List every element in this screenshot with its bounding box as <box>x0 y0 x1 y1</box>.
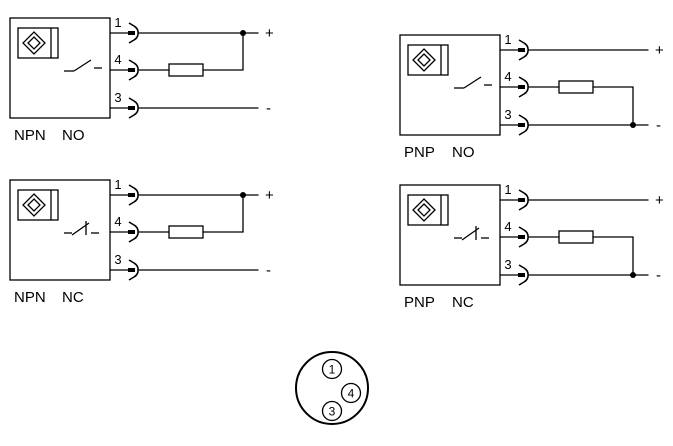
pin-label-3: 3 <box>114 90 121 105</box>
type-label: PNP <box>404 144 435 161</box>
connector-face <box>295 351 369 425</box>
pin-label-1: 1 <box>114 177 121 192</box>
wiring-diagram-npn-nc: 1 4 3 + - NPN NC <box>9 177 274 306</box>
pinout-pin-4-label: 4 <box>348 387 355 401</box>
type-label: PNP <box>404 294 435 311</box>
connector-plug-icon <box>516 38 531 62</box>
contact-label: NC <box>452 294 474 311</box>
pinout-pin-4-circle <box>340 382 362 404</box>
load-resistor <box>558 80 594 94</box>
connector-plug-icon <box>516 113 531 137</box>
pinout-pin-3-label: 3 <box>329 405 336 419</box>
plus-terminal: + <box>265 187 274 204</box>
connector-pinout: 1 4 3 <box>295 351 369 425</box>
connector-plug-icon <box>516 225 531 249</box>
wiring-diagram-npn-no: 1 4 3 + - NPN NO <box>9 15 274 144</box>
sensor-body <box>9 17 111 119</box>
minus-terminal: - <box>656 117 661 134</box>
plus-terminal: + <box>265 25 274 42</box>
pin-label-4: 4 <box>504 219 511 234</box>
no-switch-icon <box>453 76 493 89</box>
sensor-body <box>399 34 501 136</box>
pin-label-4: 4 <box>114 214 121 229</box>
connector-plug-icon <box>126 96 141 120</box>
contact-label: NO <box>452 144 475 161</box>
pin-label-4: 4 <box>504 69 511 84</box>
inductive-sensor-icon <box>17 27 59 59</box>
junction-dot <box>240 192 246 198</box>
pin-label-4: 4 <box>114 52 121 67</box>
type-label: NPN <box>14 289 46 306</box>
load-resistor <box>558 230 594 244</box>
type-label: NPN <box>14 127 46 144</box>
pin-label-1: 1 <box>504 32 511 47</box>
minus-terminal: - <box>266 262 271 279</box>
connector-plug-icon <box>126 258 141 282</box>
contact-label: NO <box>62 127 85 144</box>
wiring-diagram-pnp-no: 1 4 3 + - PNP NO <box>399 32 664 161</box>
inductive-sensor-icon <box>407 194 449 226</box>
pin-label-1: 1 <box>114 15 121 30</box>
pin-label-3: 3 <box>114 252 121 267</box>
inductive-sensor-icon <box>407 44 449 76</box>
connector-plug-icon <box>516 263 531 287</box>
no-switch-icon <box>63 59 103 72</box>
plus-terminal: + <box>655 42 664 59</box>
connector-plug-icon <box>126 21 141 45</box>
minus-terminal: - <box>266 100 271 117</box>
connector-plug-icon <box>516 188 531 212</box>
nc-switch-icon <box>453 225 490 241</box>
sensor-body <box>9 179 111 281</box>
wiring-diagram-pnp-nc: 1 4 3 + - PNP NC <box>399 182 664 311</box>
connector-plug-icon <box>126 183 141 207</box>
pinout-pin-1-label: 1 <box>329 363 336 377</box>
junction-dot <box>240 30 246 36</box>
pinout-pin-3-circle <box>321 400 343 422</box>
pin-label-1: 1 <box>504 182 511 197</box>
pin-label-3: 3 <box>504 107 511 122</box>
minus-terminal: - <box>656 267 661 284</box>
connector-plug-icon <box>516 75 531 99</box>
connector-plug-icon <box>126 220 141 244</box>
load-resistor <box>168 63 204 77</box>
connector-plug-icon <box>126 58 141 82</box>
inductive-sensor-icon <box>17 189 59 221</box>
nc-switch-icon <box>63 220 100 236</box>
plus-terminal: + <box>655 192 664 209</box>
sensor-body <box>399 184 501 286</box>
contact-label: NC <box>62 289 84 306</box>
pinout-pin-1-circle <box>321 358 343 380</box>
load-resistor <box>168 225 204 239</box>
pin-label-3: 3 <box>504 257 511 272</box>
